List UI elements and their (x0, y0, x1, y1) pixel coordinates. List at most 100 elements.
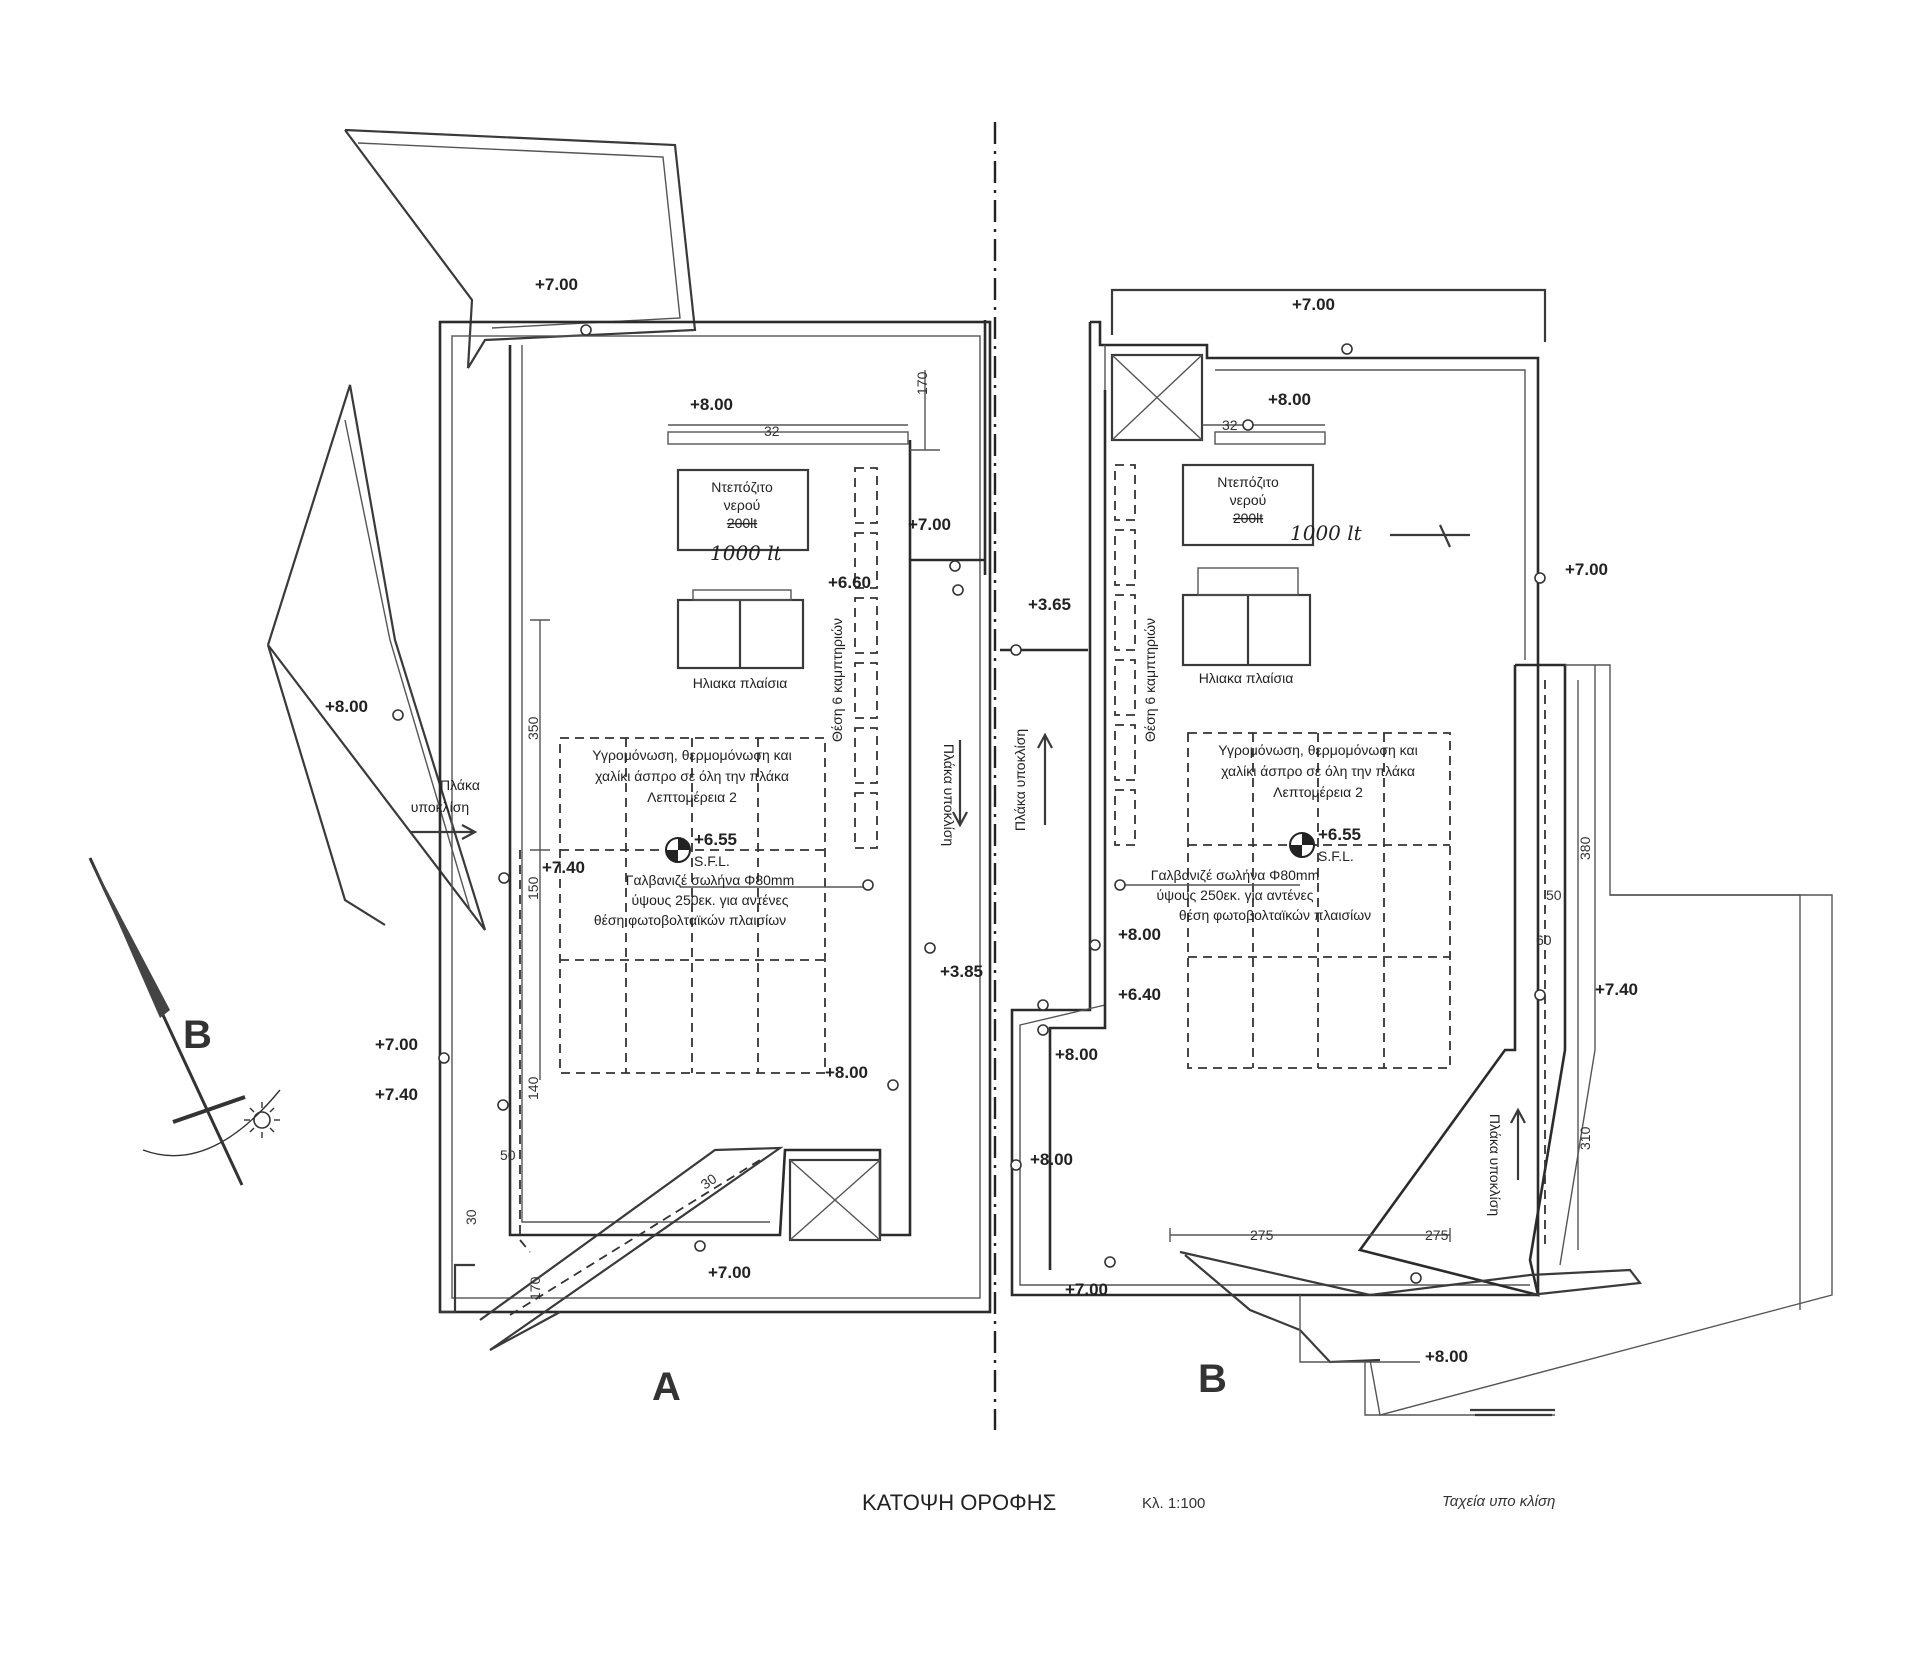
unit-b: Ντεπόζιτο νερού 200lt 1000 lt Ηλιακα πλα… (1000, 288, 1833, 1417)
slope-right-label-b: Πλάκα υποκλίση (1487, 1114, 1503, 1216)
pipe-note-a-1: Γαλβανιζέ σωλήνα Φ80mm (626, 872, 795, 888)
pipe-note-b-1: Γαλβανιζέ σωλήνα Φ80mm (1151, 867, 1320, 883)
level-b-1: +8.00 (1268, 390, 1311, 409)
dim-b-4: 310 (1577, 1126, 1593, 1150)
drawing-footnote: Ταχεία υπο κλίση (1442, 1493, 1555, 1510)
terrace-outline-a (344, 128, 697, 369)
level-b-8: +8.00 (1030, 1150, 1073, 1169)
drawing-title: ΚΑΤΟΨΗ ΟΡΟΦΗΣ (862, 1490, 1056, 1515)
roof-note-b-3: Λεπτομέρεια 2 (1273, 784, 1363, 800)
dim-a-5: 50 (500, 1147, 516, 1163)
roof-note-a-3: Λεπτομέρεια 2 (647, 789, 737, 805)
pipe-note-b-2: ύψους 250εκ. για αντένες (1156, 887, 1313, 903)
level-a-7: +7.00 (375, 1035, 418, 1054)
sfl-level-b: +6.55 (1318, 825, 1361, 844)
water-tank-b (1181, 463, 1315, 547)
dim-a-3: 150 (525, 876, 541, 900)
shaft-box-b (1110, 353, 1204, 442)
dim-a-7: 170 (527, 1276, 543, 1300)
sun-icon (244, 1102, 280, 1138)
water-tank-a (676, 468, 810, 552)
level-b-5: +6.40 (1118, 985, 1161, 1004)
dim-b-0: 32 (1222, 417, 1238, 433)
collectors-label-a: Θέση 6 καμπτηριών (829, 618, 845, 742)
level-a-10: +7.00 (708, 1263, 751, 1282)
terrace-outline-b (1110, 288, 1547, 342)
water-tank-label-b-3: 200lt (1233, 510, 1263, 526)
roof-note-b-1: Υγρομόνωση, θερμομόνωση και (1218, 742, 1417, 758)
pv-grid-a (559, 737, 826, 1074)
level-a-9: +8.00 (825, 1063, 868, 1082)
level-b-4: +8.00 (1118, 925, 1161, 944)
level-a-1: +8.00 (690, 395, 733, 414)
level-markers-a (392, 324, 964, 1252)
slope-left-label-b: Πλάκα υποκλίση (1012, 729, 1028, 831)
slab-outline-b (1010, 322, 1540, 1297)
pipe-note-b-3: θέση φωτοβολταϊκών πλαισίων (1179, 907, 1371, 923)
pv-grid-b (1187, 732, 1451, 1069)
dim-a-6: 30 (463, 1209, 479, 1225)
level-b-3: +7.00 (1565, 560, 1608, 579)
pipe-note-a-3: θέση φωτοβολταϊκών πλαισίων (594, 912, 786, 928)
right-strip-b (1357, 663, 1567, 1297)
dim-a-2: 350 (525, 716, 541, 740)
water-tank-label-b-1: Ντεπόζιτο (1217, 474, 1279, 490)
north-compass: B (88, 857, 281, 1186)
drawing-scale: Κλ. 1:100 (1142, 1495, 1205, 1512)
level-b-2: +3.65 (1028, 595, 1071, 614)
unit-label-b: B (1198, 1357, 1227, 1401)
dim-a-0: 32 (764, 423, 780, 439)
level-a-5: +7.40 (542, 858, 585, 877)
dim-b-5: 275 (1250, 1227, 1274, 1243)
water-tank-handwritten-a: 1000 lt (710, 541, 783, 565)
level-b-10: +8.00 (1425, 1347, 1468, 1366)
diagonal-wall-a (266, 384, 487, 931)
shaft-box-a (788, 1158, 882, 1242)
dim-a-1: 170 (914, 371, 930, 395)
level-a-6: +3.85 (940, 962, 983, 981)
sfl-symbol-a (665, 837, 691, 863)
sloped-strip-a (479, 1146, 784, 1351)
dim-a-4: 140 (525, 1076, 541, 1100)
roof-note-a-1: Υγρομόνωση, θερμομόνωση και (592, 747, 791, 763)
roof-note-b-2: χαλίκι άσπρο σε όλη την πλάκα (1221, 763, 1415, 779)
level-a-0: +7.00 (535, 275, 578, 294)
level-a-4: +8.00 (325, 697, 368, 716)
level-a-3: +6.60 (828, 573, 871, 592)
level-b-9: +7.00 (1065, 1280, 1108, 1299)
water-tank-label-b-2: νερού (1230, 492, 1267, 508)
dim-b-3: 60 (1536, 932, 1552, 948)
dim-b-2: 50 (1546, 887, 1562, 903)
level-a-2: +7.00 (908, 515, 951, 534)
water-tank-handwritten-b: 1000 lt (1290, 521, 1363, 545)
solar-panels-label-b: Ηλιακα πλαίσια (1199, 670, 1294, 686)
level-a-8: +7.40 (375, 1085, 418, 1104)
level-b-7: +7.40 (1595, 980, 1638, 999)
sfl-level-a: +6.55 (694, 830, 737, 849)
water-tank-label-a-3: 200lt (727, 515, 757, 531)
slope-label-a-1: Πλάκα (440, 777, 480, 793)
solar-panels-label-a: Ηλιακα πλαίσια (693, 675, 788, 691)
dim-b-1: 380 (1577, 836, 1593, 860)
pipe-note-a-2: ύψους 250εκ. για αντένες (631, 892, 788, 908)
unit-a: Ντεπόζιτο νερού 200lt 1000 lt Ηλιακα πλα… (266, 128, 992, 1409)
slope-label-a-2: υποκλίση (411, 799, 469, 815)
sfl-label-b: S.F.L. (1318, 848, 1354, 864)
collectors-label-b: Θέση 6 καμπτηριών (1142, 618, 1158, 742)
sfl-symbol-b (1289, 832, 1315, 858)
solar-panels-b (1181, 593, 1312, 667)
sfl-label-a: S.F.L. (694, 853, 730, 869)
level-markers-b (1010, 343, 1546, 1284)
collectors-column-b (1114, 464, 1136, 846)
collectors-column-a (854, 467, 878, 849)
compass-label: B (183, 1013, 212, 1057)
roof-note-a-2: χαλίκι άσπρο σε όλη την πλάκα (595, 768, 789, 784)
level-b-0: +7.00 (1292, 295, 1335, 314)
dim-a-8: 30 (698, 1170, 720, 1192)
water-tank-label-a-1: Ντεπόζιτο (711, 479, 773, 495)
unit-label-a: A (652, 1365, 681, 1409)
level-b-6: +8.00 (1055, 1045, 1098, 1064)
slab-outline-a (438, 320, 992, 1314)
water-tank-label-a-2: νερού (724, 497, 761, 513)
